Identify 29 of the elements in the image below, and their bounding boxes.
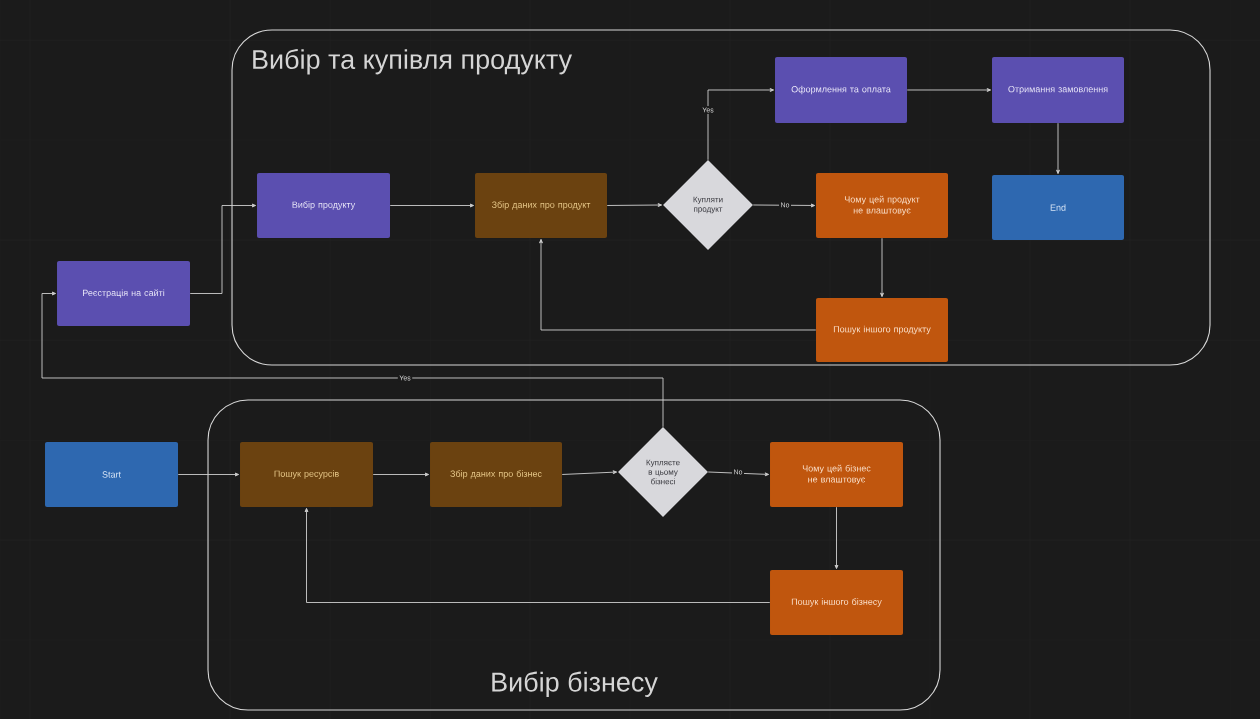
process-box: Реєстрація на сайті [57, 261, 190, 326]
arrow [41, 291, 664, 428]
arrow [1056, 122, 1060, 175]
arrow [880, 237, 884, 298]
arrow [561, 470, 618, 475]
arrow [707, 88, 775, 161]
arrow [606, 203, 663, 207]
process-box: Отримання замовлення [992, 57, 1124, 123]
process-box: End [992, 175, 1124, 240]
arrow [752, 203, 816, 208]
process-box: Пошук іншого бізнесу [770, 570, 903, 635]
arrow [304, 507, 771, 603]
arrow [906, 88, 992, 92]
arrow [707, 471, 770, 477]
process-box: Пошук іншого продукту [816, 298, 948, 362]
arrow [539, 238, 817, 331]
arrow [372, 472, 430, 477]
arrow [189, 203, 257, 294]
process-box: Пошук ресурсів [240, 442, 373, 507]
process-box: Збір даних про бізнес [430, 442, 562, 507]
process-box: Оформлення та оплата [775, 57, 907, 123]
process-box: Чому цей продукт не влаштовує [816, 173, 948, 238]
arrow [177, 472, 240, 477]
arrow [389, 203, 475, 208]
process-box: Чому цей бізнес не влаштовує [770, 442, 903, 507]
process-box: Збір даних про продукт [475, 173, 607, 238]
arrow [834, 506, 839, 570]
process-box: Вибір продукту [257, 173, 390, 238]
process-box: Start [45, 442, 178, 507]
